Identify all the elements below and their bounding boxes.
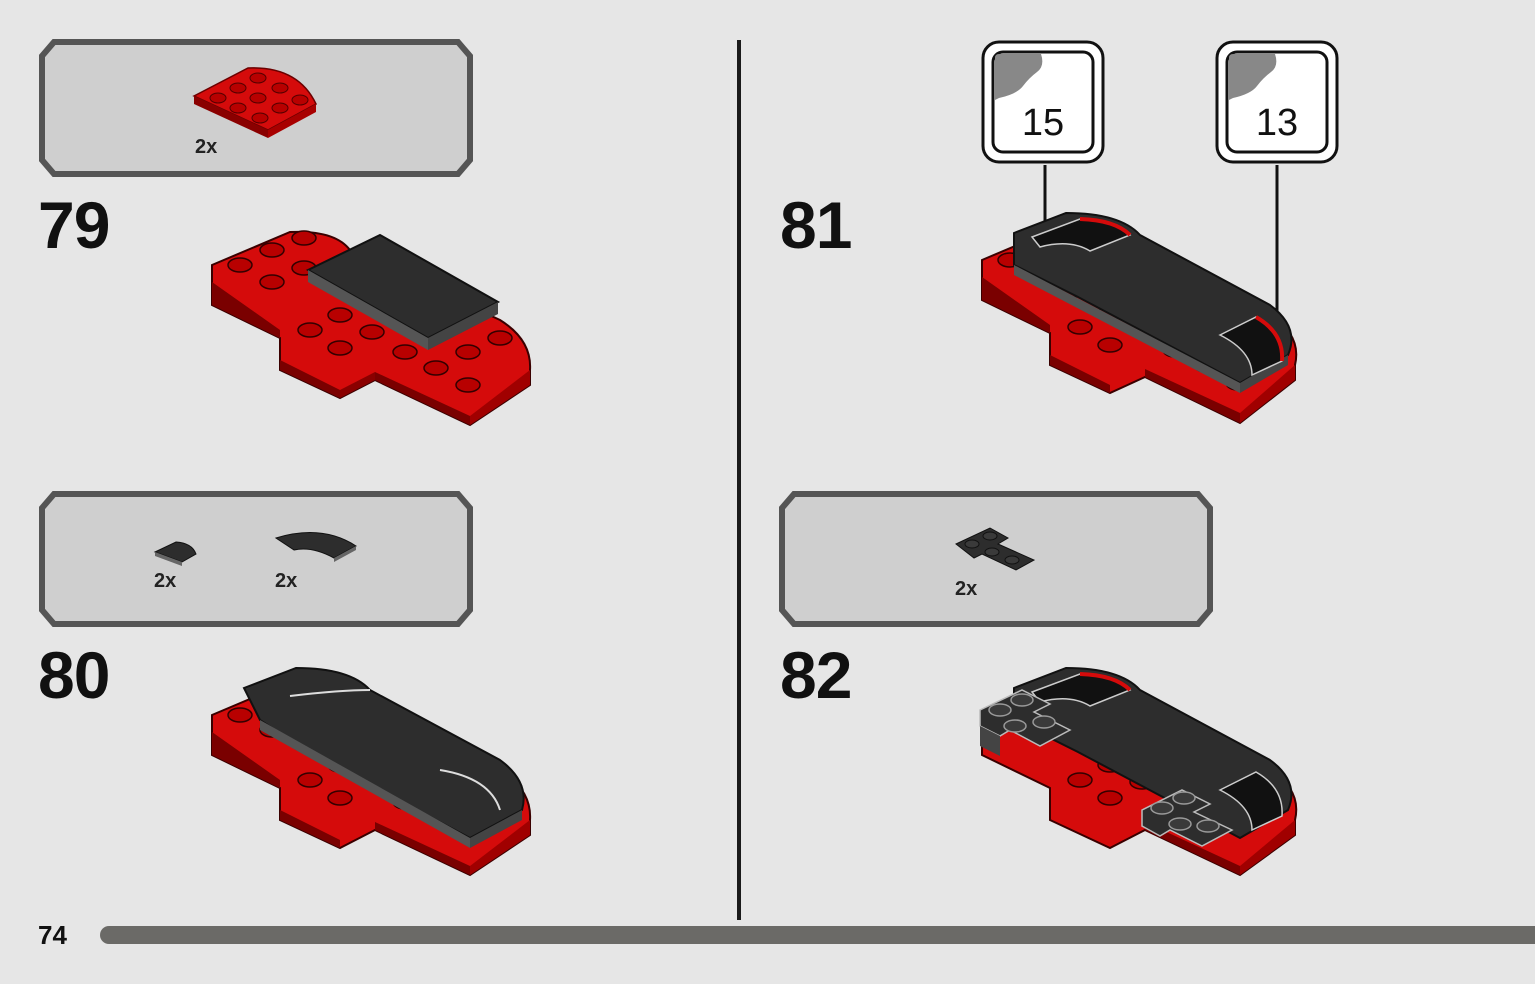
callout-frame	[39, 491, 473, 627]
step-number: 79	[38, 188, 110, 262]
page-progress-bar	[100, 926, 1535, 944]
step-79-parts-callout: 2x	[38, 38, 474, 178]
part-quantity: 2x	[275, 570, 298, 592]
sticker-number: 15	[1021, 102, 1065, 144]
sticker-frame	[1215, 40, 1339, 164]
step-number: 80	[38, 638, 110, 712]
page-divider	[737, 40, 741, 920]
part-quantity: 2x	[154, 570, 177, 592]
step-80-parts-callout: 2x 2x	[38, 490, 474, 628]
black-small-curved-tile-icon	[153, 541, 197, 566]
step-number: 81	[780, 188, 852, 262]
step-80-assembly-illustration	[211, 666, 532, 877]
sticker-number: 13	[1255, 102, 1299, 144]
sticker-callout: 15	[981, 40, 1105, 164]
step-81-assembly-illustration	[981, 165, 1298, 425]
step-82-parts-callout: 2x	[778, 490, 1214, 628]
black-curved-tile-macaroni-icon	[274, 532, 357, 562]
black-corner-plate-icon	[955, 527, 1036, 571]
page-number: 74	[38, 920, 67, 950]
sticker-callout: 13	[1215, 40, 1339, 164]
part-quantity: 2x	[195, 136, 218, 158]
step-82-assembly-illustration	[979, 666, 1298, 877]
part-quantity: 2x	[955, 578, 978, 600]
step-number: 82	[780, 638, 852, 712]
step-79-assembly-illustration	[211, 230, 532, 427]
red-quarter-round-plate-icon	[192, 67, 317, 138]
sticker-frame	[981, 40, 1105, 164]
